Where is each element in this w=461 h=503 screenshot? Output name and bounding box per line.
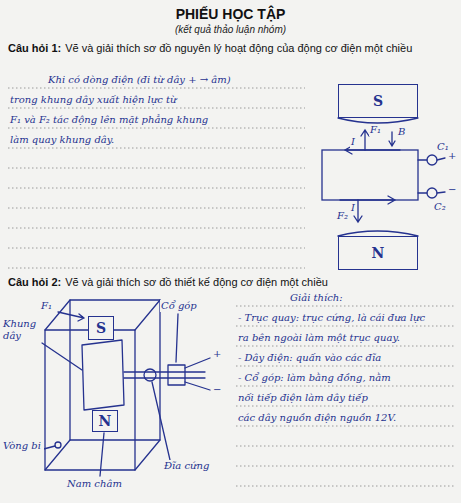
motor-design-sketch: [40, 300, 210, 476]
terminal-sign: −: [212, 384, 222, 396]
brush-label: C₂: [433, 201, 447, 213]
current-label: I: [350, 202, 356, 214]
pole-letter: S: [373, 93, 383, 109]
pole-letter: S: [96, 320, 106, 336]
explanation-line: - Dây điện: quấn vào các đĩa: [238, 352, 381, 364]
magnet-pole: S: [338, 84, 418, 118]
answer-line: F₁ và F₂ tác động lên mặt phẳng khung: [10, 114, 208, 126]
terminal-sign: +: [447, 150, 457, 162]
field-label: B: [397, 126, 406, 138]
force-label: F₁: [369, 124, 382, 136]
explanation-line: các dây nguồn điện nguồn 12V.: [238, 412, 396, 424]
question-prompt: Vẽ và giải thích sơ đồ thiết kế động cơ …: [65, 276, 328, 288]
part-label: Khung dây: [2, 318, 44, 342]
dotted-writing-lines: [8, 88, 455, 486]
explanation-line: - Cổ góp: làm bằng đồng, nằm: [238, 372, 391, 384]
answer-line: trong khung dây xuất hiện lực từ: [10, 94, 176, 106]
answer-line: Khi có dòng điện (đi từ dây + → âm): [48, 74, 231, 86]
explanation-line: nối tiếp điện làm dây tiếp: [238, 392, 368, 404]
question-text: Câu hỏi 1: Vẽ và giải thích sơ đồ nguyên …: [8, 42, 453, 55]
question-number: Câu hỏi 1:: [8, 42, 61, 54]
question-number: Câu hỏi 2:: [8, 276, 61, 288]
terminal-sign: −: [447, 184, 457, 196]
worksheet-title: PHIẾU HỌC TẬP: [0, 6, 461, 23]
subtitle: (kết quả thảo luận nhóm): [0, 24, 461, 36]
answer-line: làm quay khung dây.: [10, 134, 114, 146]
part-label: Nam châm: [66, 478, 123, 490]
pole-letter: N: [99, 413, 112, 429]
current-label: I: [350, 136, 356, 148]
question-text: Câu hỏi 2: Vẽ và giải thích sơ đồ thiết k…: [8, 276, 453, 289]
terminal-sign: +: [212, 348, 222, 360]
explanation-heading: Giải thích:: [290, 292, 343, 304]
force-label: F₂: [336, 210, 349, 222]
motor-principle-sketch: [322, 118, 445, 236]
pole-letter: N: [372, 245, 385, 261]
explanation-line: - Trục quay: trục cứng, là cái đưa lực: [238, 312, 425, 324]
question-prompt: Vẽ và giải thích sơ đồ nguyên lý hoạt độ…: [65, 42, 412, 54]
magnet-pole: N: [338, 236, 418, 270]
magnet-pole: S: [88, 316, 114, 340]
magnet-pole: N: [92, 410, 118, 432]
part-label: Cổ góp: [160, 300, 198, 312]
part-label: Đĩa cứng: [163, 460, 210, 472]
force-label: F₁: [40, 300, 53, 312]
part-label: Vòng bi: [2, 440, 44, 452]
explanation-line: ra bên ngoài làm một trục quay.: [238, 332, 400, 344]
